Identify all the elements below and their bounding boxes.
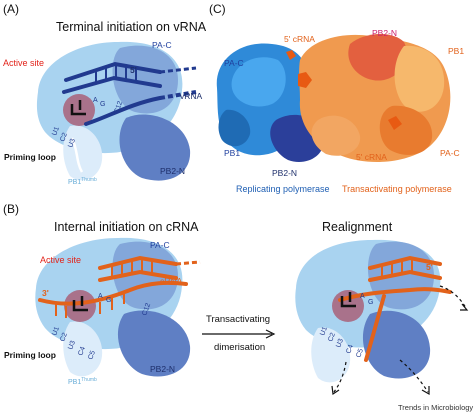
realign-template-strand <box>338 287 452 302</box>
b-nucleotide-a: A <box>98 293 103 300</box>
realignment-title: Realignment <box>322 220 393 234</box>
pa-c-label: PA-C <box>152 40 172 50</box>
nucleotide-mark-b <box>72 296 88 312</box>
crna-dashed-extension <box>175 260 201 266</box>
nucleotide-c2: C2 <box>59 132 69 143</box>
pb2-n-domain <box>119 114 191 181</box>
replicating-caption: Replicating polymerase <box>236 184 330 194</box>
b-nucleotide-u3: U3 <box>67 340 77 351</box>
transactivating-pb1-lobe <box>394 45 445 112</box>
vrna-label: vRNA <box>180 91 203 101</box>
realign-base-pairs <box>381 258 413 278</box>
pb1-right-label: PB1 <box>448 46 464 56</box>
realign-arrowhead-1 <box>460 303 469 311</box>
b-nucleotide-c2: C2 <box>59 332 69 343</box>
realign-a: A <box>360 293 365 300</box>
pa-c-label-b: PA-C <box>150 240 170 250</box>
nucleotide-g: G <box>100 101 105 108</box>
realign-c5: C5 <box>355 348 365 359</box>
crna-top-strand <box>98 255 178 270</box>
vrna-5-strand-pair <box>62 75 162 94</box>
vrna-3-strand <box>84 96 162 126</box>
realign-five-prime: 5' <box>426 262 433 272</box>
realign-c4: C4 <box>345 344 355 355</box>
priming-loop-label: Priming loop <box>4 152 56 162</box>
b-nucleotide-g: G <box>106 297 111 304</box>
panel-c-label: (C) <box>209 2 226 16</box>
pa-c-left-label: PA-C <box>224 58 244 68</box>
crna-template-strand <box>38 280 188 306</box>
replicating-pb1-lobe <box>218 109 251 147</box>
pb1-thumb-label-b: PB1Thumb <box>68 377 97 386</box>
realign-dashed-arrow-2 <box>333 361 347 393</box>
active-site-label: Active site <box>3 58 44 68</box>
panel-b-title: Internal initiation on cRNA <box>54 220 199 234</box>
b-nucleotide-u1: U1 <box>51 326 61 337</box>
pb2-n-top-label: PB2-N <box>372 28 397 38</box>
three-prime-label: 3' <box>42 288 49 298</box>
transactivating-text: Transactivating <box>206 314 270 325</box>
b-nucleotide-c12: C12 <box>141 302 152 317</box>
transactivating-caption: Transactivating polymerase <box>342 184 452 194</box>
realign-top-strand <box>368 255 442 270</box>
crna-base-pairs <box>111 258 153 278</box>
realign-u1: U1 <box>319 326 329 337</box>
pa-c-right-label: PA-C <box>440 148 460 158</box>
pb2-n-label: PB2-N <box>160 166 185 176</box>
crna-top-strand-pair <box>98 269 178 282</box>
priming-loop-label-b: Priming loop <box>4 350 56 360</box>
realign-top-pair <box>368 269 442 282</box>
nucleotide-c12: C12 <box>113 100 124 115</box>
vrna-dashed-top <box>159 66 197 74</box>
pb1-left-label: PB1 <box>224 148 240 158</box>
realign-g: G <box>368 299 373 306</box>
realign-c2: C2 <box>327 332 337 343</box>
crna-template-ticks <box>55 292 125 318</box>
transactivating-pb2-n-lobe <box>311 115 361 156</box>
vrna-dashed-extension <box>159 90 197 100</box>
realign-dashed-arrow-1 <box>439 285 467 309</box>
b-nucleotide-c4: C4 <box>77 346 87 357</box>
realign-pb2-n <box>362 310 431 379</box>
realign-nucleotide-mark <box>340 292 356 308</box>
pb2-n-label-b: PB2-N <box>150 364 175 374</box>
priming-loop-stroke <box>70 137 84 173</box>
realign-u3: U3 <box>335 338 345 349</box>
crna-fragment-2 <box>388 116 402 130</box>
dimerisation-text: dimerisation <box>214 342 265 353</box>
five-prime-label: 5' <box>130 65 137 75</box>
b-nucleotide-c5: C5 <box>87 350 97 361</box>
nucleotide-u3: U3 <box>67 138 77 149</box>
nucleotide-mark <box>70 100 86 116</box>
panel-a-label: (A) <box>3 2 19 16</box>
pb1-thumb-label: PB1Thumb <box>68 177 97 186</box>
crna-fragment-1 <box>298 72 312 88</box>
realign-product-strand <box>364 294 386 362</box>
vrna-base-pairs <box>95 64 137 82</box>
panel-b-label: (B) <box>3 202 19 216</box>
active-site-label-b: Active site <box>40 255 81 265</box>
active-site-circle-b <box>64 290 96 322</box>
pb2-n-bottom-label: PB2-N <box>272 168 297 178</box>
nucleotide-a: A <box>93 97 98 104</box>
crna-label: cRNA <box>160 276 183 286</box>
nucleotide-u1: U1 <box>51 126 61 137</box>
replicating-pa-c-lobe <box>231 57 286 107</box>
pb2-n-domain-b <box>117 310 191 377</box>
five-crna-top-label: 5' cRNA <box>284 34 315 44</box>
panel-a-title: Terminal initiation on vRNA <box>56 20 207 34</box>
pb2-n-lobe-red <box>348 33 407 81</box>
realign-arrowhead-2 <box>331 385 340 396</box>
journal-footer: Trends in Microbiology <box>398 403 473 412</box>
crna-fragment-3 <box>286 50 296 60</box>
five-crna-bottom-label: 5' cRNA <box>356 152 387 162</box>
dimerisation-arrow-head <box>265 329 276 339</box>
realign-priming-loop <box>311 327 351 383</box>
priming-loop-region-b <box>63 321 103 377</box>
realign-arrowhead-3 <box>421 386 430 396</box>
